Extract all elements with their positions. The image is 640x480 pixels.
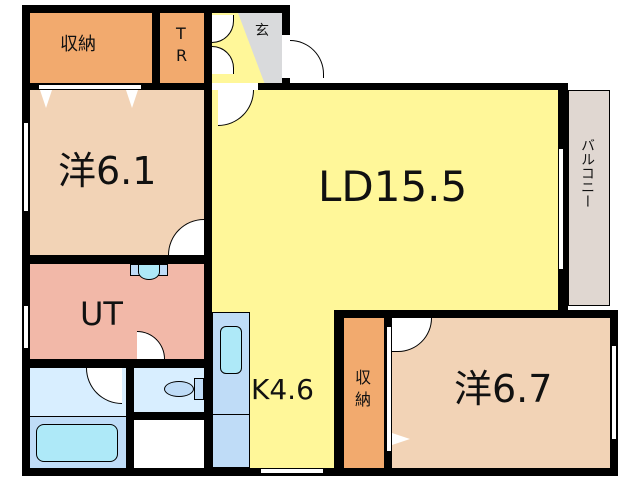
room-storage-top xyxy=(30,13,152,83)
wall-kitchen-right xyxy=(334,310,344,476)
label-kitchen: K4.6 xyxy=(251,373,314,406)
washbasin-bowl-icon xyxy=(138,264,160,280)
closet-door-marker-2 xyxy=(126,90,138,108)
closet-door-marker-3 xyxy=(392,330,410,342)
wall-top-middle xyxy=(152,5,160,85)
label-storage-top: 収納 xyxy=(60,34,96,55)
window-kitchen xyxy=(260,468,324,474)
label-storage-right-2: 納 xyxy=(355,390,372,409)
room-storage-right xyxy=(344,318,384,468)
wall-ut-bottom xyxy=(22,359,212,368)
closet-door-top[interactable] xyxy=(38,84,142,90)
closet-door-right[interactable] xyxy=(386,326,392,452)
toilet-bowl-icon xyxy=(164,381,194,397)
kitchen-sink-icon xyxy=(220,326,242,374)
room-storage-small xyxy=(134,420,204,468)
wall-western2-top xyxy=(334,310,618,318)
toilet-tank-icon xyxy=(194,378,204,400)
wall-mid-vertical xyxy=(204,83,212,476)
label-western-1: 洋6.1 xyxy=(58,149,157,193)
label-storage-right-1: 収 xyxy=(355,368,372,387)
window-western1 xyxy=(23,122,29,212)
closet-door-marker-1 xyxy=(40,90,52,108)
label-trunk-room-t: T xyxy=(176,24,186,43)
room-balcony xyxy=(568,90,610,306)
room-trunk-room xyxy=(160,13,204,83)
window-western2 xyxy=(611,345,617,440)
closet-door-marker-4 xyxy=(392,433,410,445)
label-western-2: 洋6.7 xyxy=(454,367,553,411)
room-living-dining xyxy=(212,90,558,310)
wall-tr-right xyxy=(204,5,212,85)
wall-entrance-right xyxy=(282,5,290,35)
window-ld-balcony xyxy=(558,148,564,270)
label-utility: UT xyxy=(80,295,123,333)
bathtub-icon xyxy=(36,424,118,462)
wall-ld-top xyxy=(258,83,568,90)
wall-toilet-bottom xyxy=(126,412,212,420)
label-trunk-room-r: R xyxy=(176,46,188,65)
kitchen-counter-divider xyxy=(212,414,250,415)
room-western-2 xyxy=(392,318,610,468)
room-utility xyxy=(30,264,204,359)
label-living-dining: LD15.5 xyxy=(318,162,468,211)
label-balcony: バルコニー xyxy=(579,138,595,208)
wall-western1-bottom xyxy=(22,255,212,264)
room-western-1 xyxy=(30,90,204,255)
wall-outer-left xyxy=(22,5,30,475)
kitchen-counter xyxy=(212,312,250,468)
label-entrance: 玄 xyxy=(255,23,269,39)
window-ut xyxy=(23,305,29,349)
door-swing-entrance[interactable] xyxy=(290,40,324,78)
